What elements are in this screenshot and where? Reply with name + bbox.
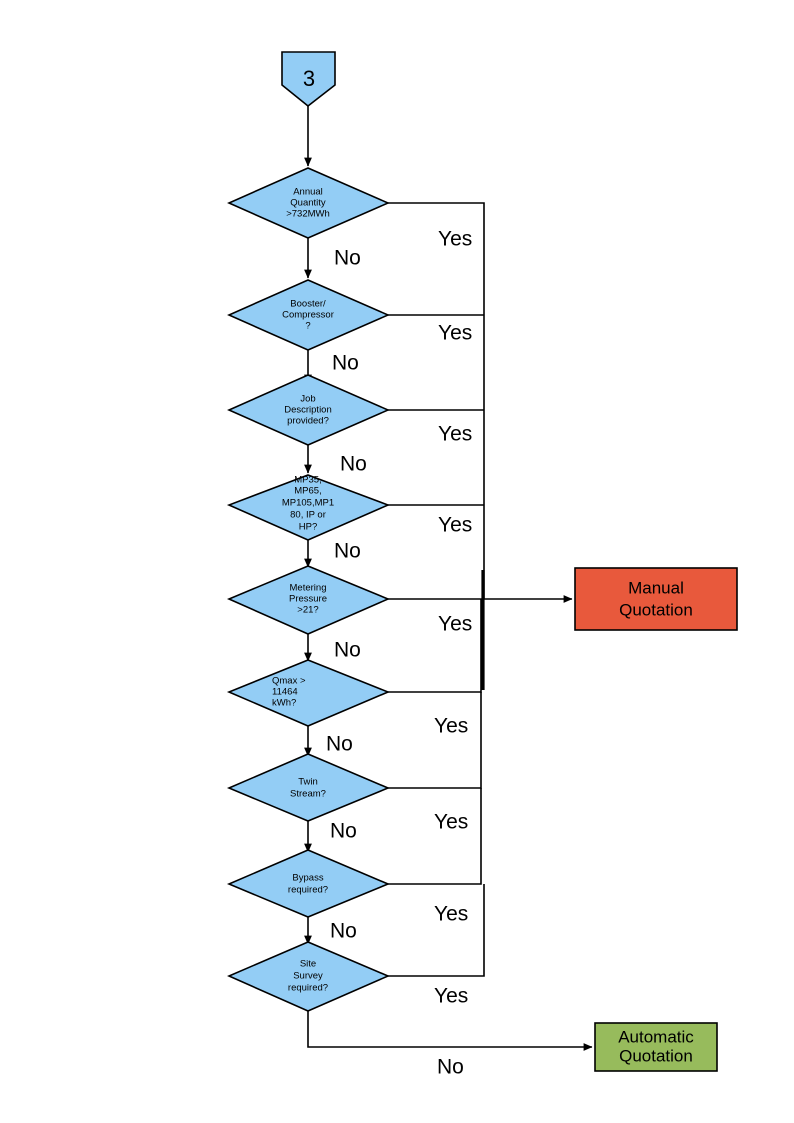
- decision-label-line: required?: [288, 983, 328, 994]
- node-decision-bypass[interactable]: Bypass required?: [226, 849, 391, 918]
- decision-label-line: kWh?: [272, 698, 296, 709]
- node-decision-meter-type[interactable]: MP35, MP65, MP105,MP1 80, IP or HP?: [226, 474, 391, 541]
- decision-label-line: provided?: [287, 416, 329, 427]
- decision-label-line: Quantity: [290, 198, 326, 209]
- branch-label-no: No: [334, 540, 361, 563]
- branch-label-no: No: [334, 639, 361, 662]
- branch-label-yes: Yes: [438, 613, 472, 636]
- branch-label-yes: Yes: [434, 903, 468, 926]
- branch-label-no: No: [332, 352, 359, 375]
- decision-label-line: required?: [288, 885, 328, 896]
- edge-yes-site-survey: [388, 884, 485, 977]
- decision-label-line: 80, IP or: [290, 510, 326, 521]
- decision-label-line: Twin: [298, 777, 318, 788]
- node-terminal-manual-quotation[interactable]: Manual Quotation: [574, 567, 738, 631]
- node-decision-twin-stream[interactable]: Twin Stream?: [226, 753, 391, 822]
- off-page-connector-shape: [281, 51, 336, 108]
- edge-yes-twin-stream: [388, 692, 482, 789]
- decision-label-line: Site: [300, 959, 316, 970]
- decision-shape: [227, 374, 390, 446]
- decision-label-line: Pressure: [289, 594, 327, 605]
- edge-yes-bypass: [388, 788, 482, 885]
- branch-label-no: No: [334, 247, 361, 270]
- decision-label-line: MP105,MP1: [282, 498, 334, 509]
- decision-label-line: Job: [300, 394, 315, 405]
- node-entry-connector[interactable]: 3: [281, 51, 336, 108]
- branch-label-no: No: [326, 733, 353, 756]
- automatic-quotation-label: Quotation: [619, 1046, 693, 1065]
- decision-label-line: Booster/: [290, 299, 326, 310]
- decision-shape: [226, 565, 391, 635]
- branch-label-no: No: [330, 820, 357, 843]
- branch-label-yes: Yes: [434, 715, 468, 738]
- branch-label-no: No: [330, 920, 357, 943]
- decision-label-line: Survey: [293, 971, 323, 982]
- decision-shape: [226, 849, 391, 918]
- manual-quotation-box: [574, 567, 738, 631]
- decision-shape: [227, 279, 390, 351]
- branch-label-no: No: [437, 1056, 464, 1079]
- edge-yes-annual-quantity: [388, 202, 485, 599]
- branch-label-yes: Yes: [438, 322, 472, 345]
- decision-shape: [227, 167, 390, 239]
- decision-label-line: Metering: [290, 583, 327, 594]
- decision-label-line: MP35,: [294, 475, 321, 486]
- decision-label-line: Bypass: [292, 873, 323, 884]
- decision-label-line: 11464: [272, 687, 298, 698]
- node-decision-site-survey[interactable]: Site Survey required?: [227, 941, 391, 1012]
- decision-label-line: Annual: [293, 187, 323, 198]
- decision-label-line: ?: [305, 321, 310, 332]
- node-decision-job-description[interactable]: Job Description provided?: [227, 374, 390, 446]
- decision-label-line: Stream?: [290, 789, 326, 800]
- automatic-quotation-label: Automatic: [618, 1027, 694, 1046]
- decision-label-line: HP?: [299, 522, 317, 533]
- node-decision-metering-pressure[interactable]: Metering Pressure >21?: [226, 565, 391, 635]
- node-terminal-automatic-quotation[interactable]: Automatic Quotation: [594, 1022, 718, 1072]
- branch-label-yes: Yes: [438, 423, 472, 446]
- node-decision-qmax[interactable]: Qmax > 11464 kWh?: [226, 659, 391, 727]
- edge-no-site-survey-to-automatic: [307, 1011, 593, 1051]
- node-decision-booster-compressor[interactable]: Booster/ Compressor ?: [227, 279, 390, 351]
- decision-label-line: Compressor: [282, 310, 334, 321]
- decision-label-line: >21?: [297, 605, 318, 616]
- decision-label-line: MP65,: [294, 486, 321, 497]
- decision-shape: [226, 753, 391, 822]
- branch-label-no: No: [340, 453, 367, 476]
- decision-shape: [226, 659, 391, 727]
- entry-connector-label: 3: [303, 66, 315, 91]
- decision-label-line: Description: [284, 405, 332, 416]
- manual-quotation-label: Quotation: [619, 600, 693, 619]
- decision-shape: [226, 474, 391, 541]
- branch-label-yes: Yes: [438, 228, 472, 251]
- branch-label-yes: Yes: [434, 985, 468, 1008]
- branch-label-yes: Yes: [434, 811, 468, 834]
- automatic-quotation-box: [594, 1022, 718, 1072]
- manual-quotation-label: Manual: [628, 578, 684, 597]
- decision-shape: [227, 941, 391, 1012]
- branch-label-yes: Yes: [438, 514, 472, 537]
- decision-label-line: >732MWh: [286, 209, 330, 220]
- node-decision-annual-quantity[interactable]: Annual Quantity >732MWh: [227, 167, 390, 239]
- decision-label-line: Qmax >: [272, 676, 306, 687]
